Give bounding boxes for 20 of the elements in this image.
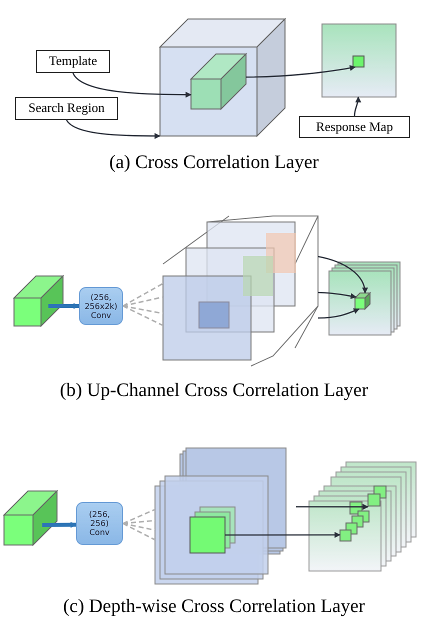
template-label: Template xyxy=(36,50,110,73)
dashed-lines xyxy=(122,508,156,541)
arrow xyxy=(318,308,360,319)
search-region-label: Search Region xyxy=(15,97,118,120)
response-map-label: Response Map xyxy=(299,116,410,138)
dashed-lines xyxy=(122,282,164,326)
caption: (b) Up-Channel Cross Correlation Layer xyxy=(58,380,370,402)
arrow xyxy=(66,120,161,139)
arrow xyxy=(354,96,362,116)
arrow xyxy=(318,256,368,294)
arrow xyxy=(318,292,357,300)
caption: (c) Depth-wise Cross Correlation Layer xyxy=(62,596,366,618)
caption: (a) Cross Correlation Layer xyxy=(108,152,320,174)
arrow xyxy=(246,65,356,78)
arrow xyxy=(48,303,80,309)
conv-block: (256, 256x2k) Conv xyxy=(79,287,123,325)
arrow xyxy=(42,522,77,528)
arrow xyxy=(225,532,341,538)
arrow xyxy=(72,72,192,98)
conv-block: (256, 256) Conv xyxy=(76,502,123,545)
